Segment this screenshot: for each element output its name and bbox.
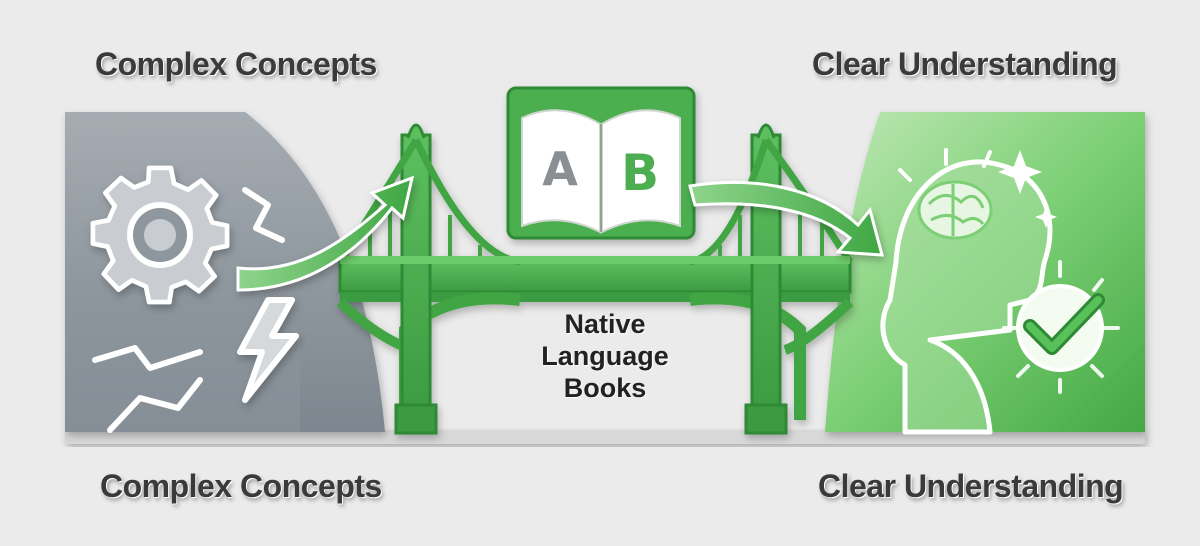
sparkle-icon [898,148,1057,228]
bridge-label: Native Language Books [520,308,690,404]
base-platform [65,430,1145,444]
checkmark-icon [1002,260,1120,394]
brain-icon [917,180,993,240]
bottom-left-label: Complex Concepts [100,468,382,504]
book-letter-a: A [542,142,578,196]
bridge-label-line-3: Books [563,373,647,403]
lightning-icon [237,297,299,403]
gear-icon [90,165,230,305]
bridge-label-line-1: Native [564,309,646,339]
head-brain-icon [880,159,1053,435]
crack-lines [92,187,285,433]
top-left-label: Complex Concepts [95,46,377,82]
arrow-icon [236,175,884,292]
top-right-label: Clear Understanding [812,46,1118,82]
open-book-icon [506,86,696,240]
bottom-right-label: Clear Understanding [818,468,1124,504]
book-letter-b: B [621,144,659,202]
bridge-label-line-2: Language [541,341,669,371]
